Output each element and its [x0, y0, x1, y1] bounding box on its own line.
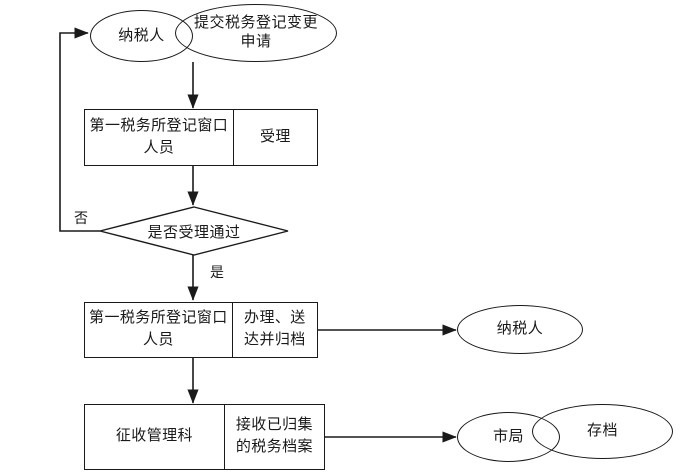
node-archive[interactable]: 存档 [532, 404, 673, 459]
node-first-office-clerk-2-role: 第一税务所登记窗口人员 [85, 303, 233, 357]
node-archive-label: 存档 [586, 423, 618, 440]
node-taxpayer-end-label: 纳税人 [496, 321, 544, 338]
node-submit-application-label: 提交税务登记变更申请 [193, 15, 318, 50]
node-first-office-clerk-1-role: 第一税务所登记窗口人员 [85, 110, 234, 165]
node-first-office-clerk-1[interactable]: 第一税务所登记窗口人员 受理 [84, 109, 318, 166]
edge-label-no: 否 [74, 212, 89, 227]
node-taxpayer-end[interactable]: 纳税人 [457, 305, 583, 354]
node-collection-admin-action: 接收已归集的税务档案 [235, 417, 313, 455]
node-collection-admin-role: 征收管理科 [85, 405, 225, 469]
node-city-bureau-label: 市局 [492, 428, 524, 445]
node-taxpayer-start-label: 纳税人 [118, 27, 165, 44]
node-decision-accept[interactable]: 是否受理通过 [99, 206, 289, 256]
node-first-office-clerk-2[interactable]: 第一税务所登记窗口人员 办理、送达并归档 [84, 302, 318, 358]
node-first-office-clerk-1-action: 受理 [259, 128, 291, 145]
node-collection-admin[interactable]: 征收管理科 接收已归集的税务档案 [84, 404, 325, 470]
node-decision-accept-label: 是否受理通过 [147, 224, 241, 241]
node-first-office-clerk-2-action: 办理、送达并归档 [244, 310, 306, 348]
node-submit-application[interactable]: 提交税务登记变更申请 [175, 4, 337, 62]
edge-label-yes: 是 [210, 266, 225, 281]
